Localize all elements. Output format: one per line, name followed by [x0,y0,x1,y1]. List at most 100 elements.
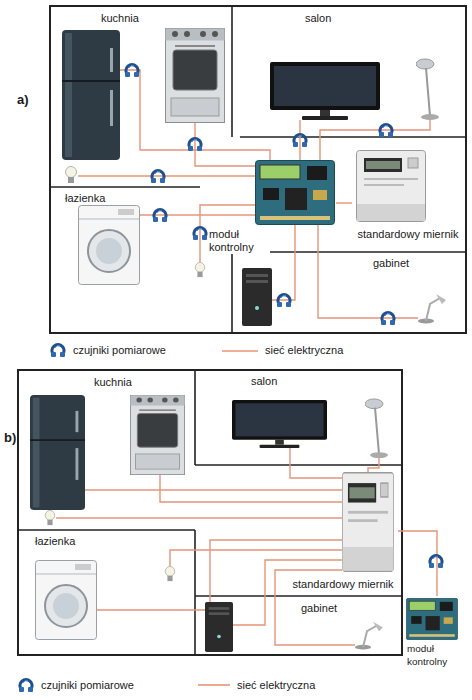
sensor-icon [429,556,443,568]
legend-text: sieć elektryczna [264,344,344,357]
power-wire [368,458,379,472]
house-walls [231,6,233,137]
power-wire [160,475,342,502]
washer-icon [79,206,140,285]
device-box: moduł kontrolny [404,596,470,672]
room-label: gabinet [300,602,338,615]
room-area: łazienka [50,187,200,333]
desk-lamp-icon [418,294,446,324]
sensor-icons [153,210,167,222]
device-box: moduł kontrolny [205,158,336,256]
washer-icon [36,561,97,640]
device-label: moduł kontrolny [208,228,270,254]
power-wire [272,225,295,300]
power-wire [97,540,342,610]
room-area: gabinet [195,596,402,655]
desk-lamp-icon [355,622,383,650]
power-wire [78,175,255,176]
legend-wire-sample [222,350,258,352]
legend-text: sieć elektryczna [236,679,316,692]
room-area: gabinet [232,252,466,333]
room-label: gabinet [372,257,410,270]
room-label: salon [250,375,278,388]
fridge-icon [62,30,120,160]
meter-icon [357,151,426,222]
tv-icon [232,400,327,448]
power-wire [140,214,255,215]
bulb-icon [45,510,54,525]
legend-entry: sieć elektryczna [264,344,344,357]
legend-wire-sample [198,684,230,686]
sensor-icons [381,313,395,325]
sensor-icons [188,139,202,151]
sensor-icons [125,65,395,325]
power-wire [85,489,342,490]
device-label: standardowy miernik [357,228,460,241]
fridge-icon [30,395,85,510]
power-wire [195,123,255,166]
floor-lamp-icon [416,59,439,120]
house-walls [195,464,402,466]
bulb-icon [165,566,174,581]
meter-icon [342,473,393,572]
stove-icon [166,29,225,123]
sensor-icons [293,135,307,147]
sensor-icons [193,228,207,240]
room-area: salon [232,6,466,137]
control-board-icon [256,161,335,225]
stove-icon [130,395,184,474]
room-area: kuchnia [18,370,195,530]
room-label: kuchnia [100,12,140,25]
panel-label-holder: b) [3,430,17,445]
legend-sensor-sample [19,680,33,692]
room-area: kuchnia [50,6,232,187]
wire-connector [336,202,352,203]
house-walls [50,6,466,333]
sensor-icons [125,65,139,77]
room-area: łazienka [18,530,195,655]
panel-label-holder: a) [16,92,30,107]
bulb-icon [195,262,204,277]
legend-entry: czujniki pomiarowe [40,679,135,692]
room-area: salon [195,370,402,465]
house-walls [231,252,233,333]
house-walls [18,529,195,531]
house-walls [18,370,402,655]
computer-icon [242,268,272,326]
legend-sensor-sample [51,345,65,357]
device-label: standardowy miernik [292,578,395,591]
sensor-icons [277,295,291,307]
legend-text: czujniki pomiarowe [72,344,167,357]
room-label: łazienka [64,192,106,205]
room-label: kuchnia [93,376,133,389]
power-wire [56,517,342,518]
device-box: standardowy miernik [288,468,398,594]
house-walls [18,370,402,655]
house-walls [194,530,196,655]
device-box: standardowy miernik [352,146,464,248]
room-label: łazienka [34,535,76,548]
house-walls [50,6,466,333]
house-walls [194,370,196,465]
control-board-icon [406,598,457,639]
sensor-icons [151,171,165,183]
floor-lamp-icon [365,399,388,458]
house-walls [195,595,402,597]
tv-icon [270,62,380,120]
bulb-icon [66,167,77,184]
legend-entry: czujniki pomiarowe [72,344,167,357]
house-walls [240,136,466,138]
panel-label: b) [3,430,17,445]
computer-icon [205,602,233,652]
panel-label: a) [16,92,30,107]
power-wire [299,120,300,160]
room-label: salon [304,12,332,25]
legend-entry: sieć elektryczna [236,679,316,692]
sensor-icons [379,125,393,137]
power-wire [170,550,342,566]
device-label: moduł kontrolny [406,642,468,668]
